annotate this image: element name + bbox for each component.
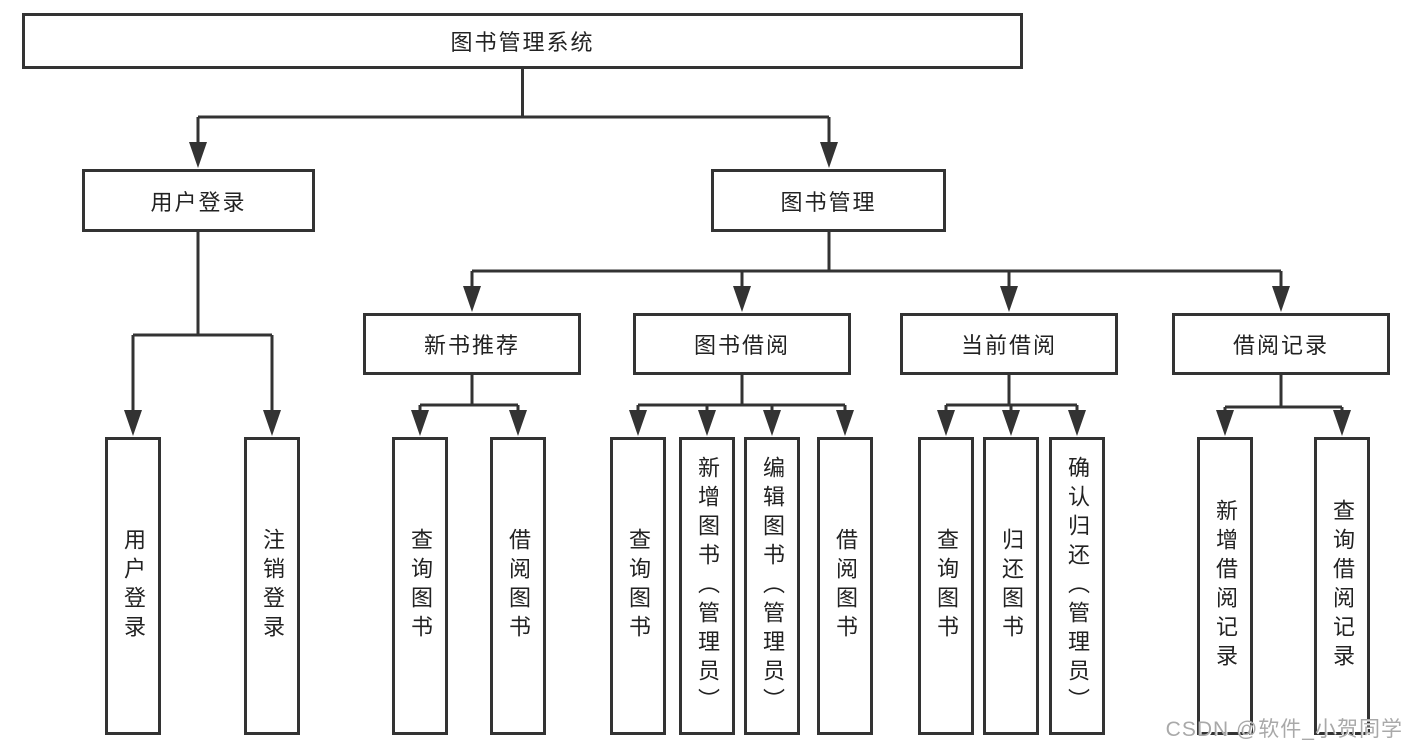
node-label: 确认归还（管理员） [1065, 455, 1090, 717]
node-label: 归还图书 [999, 528, 1024, 644]
leaf-add-borrow-record: 新增借阅记录 [1197, 437, 1253, 735]
leaf-edit-books-admin: 编辑图书（管理员） [744, 437, 800, 735]
watermark-text: CSDN @软件_小贺同学 [1165, 718, 1403, 741]
node-label: 图书管理系统 [450, 30, 595, 55]
leaf-return-books: 归还图书 [983, 437, 1039, 735]
leaf-logout: 注销登录 [244, 437, 300, 735]
leaf-borrow-books-recommend: 借阅图书 [490, 437, 546, 735]
leaf-search-borrow-record: 查询借阅记录 [1314, 437, 1370, 735]
node-book-management: 图书管理 [711, 169, 946, 232]
node-label: 当前借阅 [960, 333, 1057, 358]
node-label: 新增图书（管理员） [695, 455, 720, 717]
node-label: 借阅图书 [833, 528, 858, 644]
node-user-login: 用户登录 [82, 169, 315, 232]
node-borrowing-records: 借阅记录 [1172, 313, 1390, 375]
node-label: 用户登录 [121, 528, 146, 644]
node-label: 新书推荐 [423, 333, 520, 358]
leaf-borrow-books: 借阅图书 [817, 437, 873, 735]
leaf-search-books-current: 查询图书 [918, 437, 974, 735]
node-label: 新增借阅记录 [1213, 499, 1238, 673]
leaf-confirm-return-admin: 确认归还（管理员） [1049, 437, 1105, 735]
node-label: 查询借阅记录 [1330, 499, 1355, 673]
node-label: 查询图书 [934, 528, 959, 644]
arrowhead-icons [124, 142, 1351, 436]
node-label: 查询图书 [408, 528, 433, 644]
node-library-management-system: 图书管理系统 [22, 13, 1023, 69]
node-label: 图书管理 [780, 189, 877, 215]
node-label: 借阅图书 [506, 528, 531, 644]
node-label: 用户登录 [150, 189, 247, 215]
node-current-borrowing: 当前借阅 [900, 313, 1118, 375]
leaf-search-books-borrow: 查询图书 [610, 437, 666, 735]
leaf-add-books-admin: 新增图书（管理员） [679, 437, 735, 735]
node-label: 图书借阅 [693, 333, 790, 358]
node-label: 注销登录 [260, 528, 285, 644]
node-label: 借阅记录 [1232, 333, 1329, 358]
leaf-search-books-recommend: 查询图书 [392, 437, 448, 735]
node-label: 编辑图书（管理员） [760, 455, 785, 717]
leaf-user-login: 用户登录 [105, 437, 161, 735]
node-book-borrowing: 图书借阅 [633, 313, 851, 375]
node-label: 查询图书 [626, 528, 651, 644]
node-new-book-recommendation: 新书推荐 [363, 313, 581, 375]
